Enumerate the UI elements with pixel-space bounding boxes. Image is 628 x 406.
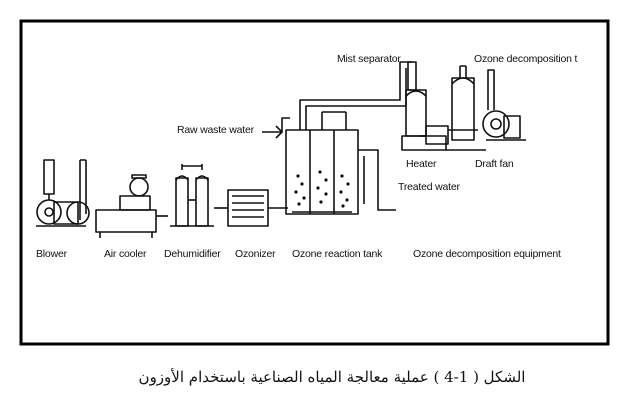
dehumidifier-unit (170, 164, 214, 227)
figure-caption: الشكل ( 1-4 ) عملية معالجة المياه الصناع… (0, 368, 628, 386)
reaction-tank-bubbles (294, 170, 350, 208)
mist-separator-heater (401, 61, 449, 151)
label-ozonizer: Ozonizer (235, 248, 276, 260)
label-ozone-reaction-tank: Ozone reaction tank (292, 248, 383, 260)
ozonizer-unit (214, 189, 288, 227)
label-air-cooler: Air cooler (104, 248, 147, 260)
air-cooler-unit (95, 174, 168, 238)
label-mist-separator: Mist separator (337, 53, 401, 65)
label-blower: Blower (36, 248, 68, 260)
diagram-frame (19, 19, 610, 346)
label-draft-fan: Draft fan (475, 158, 514, 170)
label-ozone-decomposition-top: Ozone decomposition t (474, 53, 577, 65)
draft-fan-unit (482, 69, 526, 141)
ozone-decomposition-tower (446, 65, 486, 151)
caption-text: الشكل ( 1-4 ) عملية معالجة المياه الصناع… (138, 368, 526, 386)
label-ozone-decomposition-equipment: Ozone decomposition equipment (413, 248, 561, 260)
label-treated-water: Treated water (398, 181, 460, 193)
label-raw-waste-water: Raw waste water (177, 124, 255, 136)
blower-unit (36, 159, 90, 227)
label-dehumidifier: Dehumidifier (164, 248, 221, 260)
ozone-reaction-tank (285, 129, 396, 215)
label-heater: Heater (406, 158, 437, 170)
